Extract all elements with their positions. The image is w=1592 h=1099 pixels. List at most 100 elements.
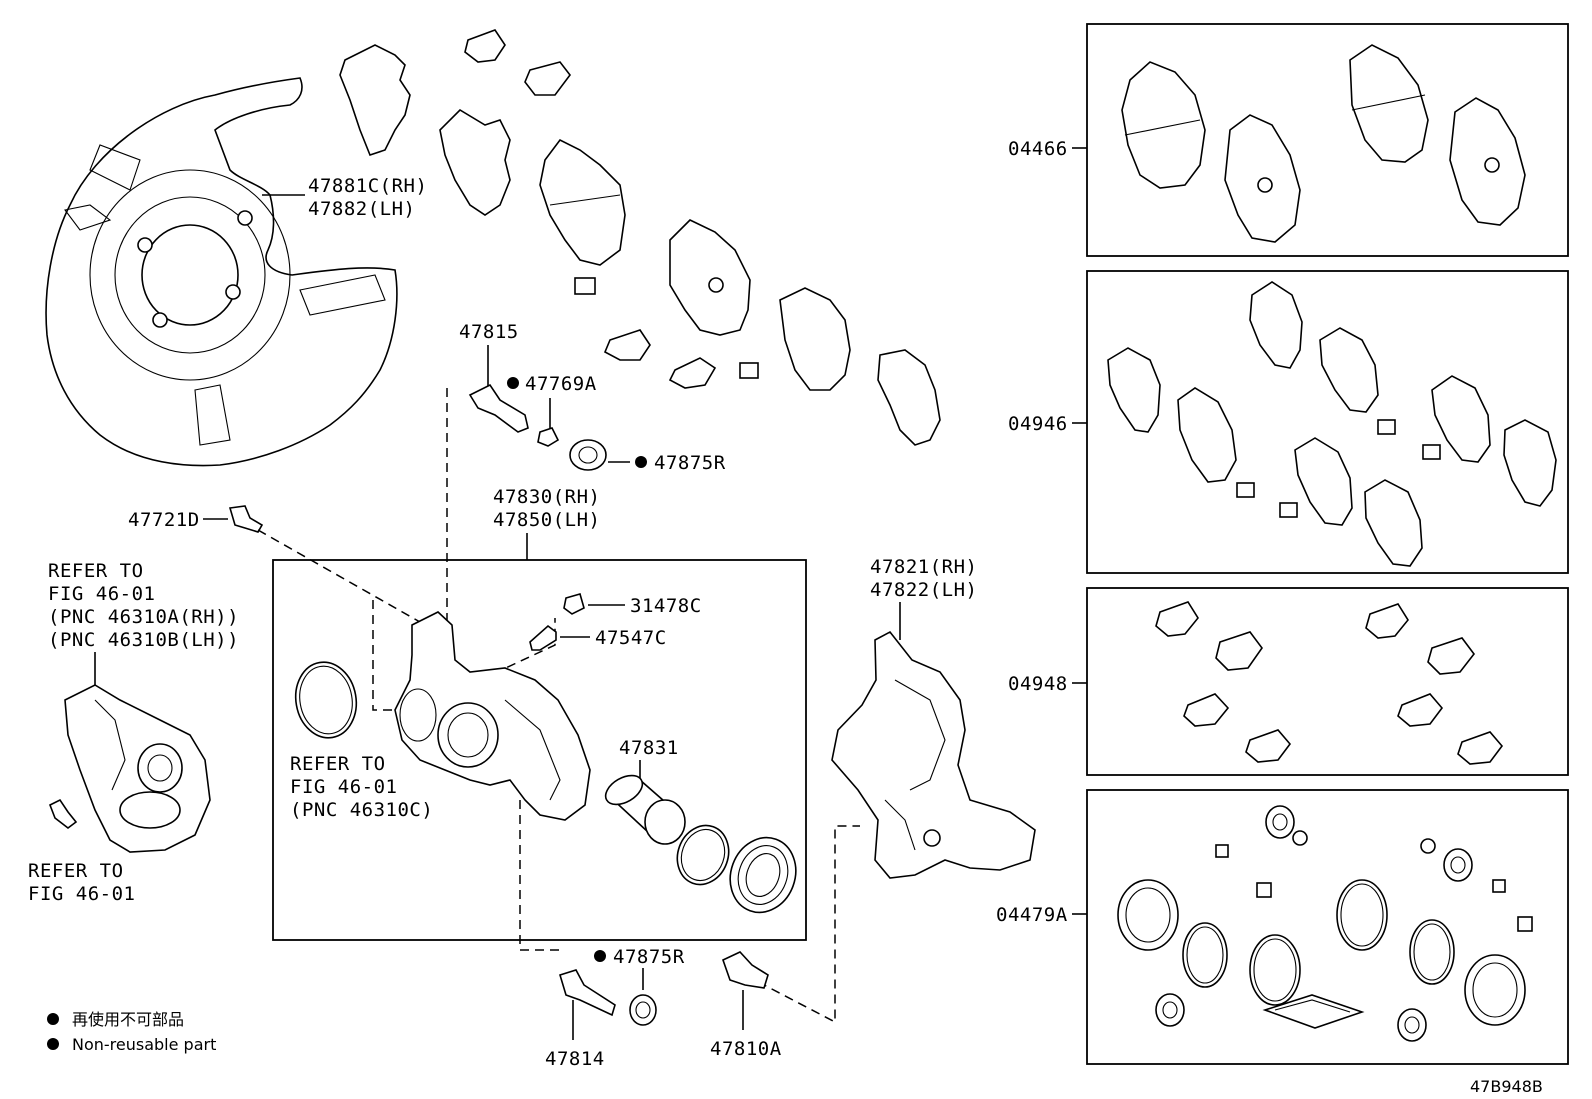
boot-47875R-top[interactable] <box>569 439 607 471</box>
kit-cap-2[interactable] <box>1492 879 1506 893</box>
caliper-body[interactable] <box>394 611 591 821</box>
kit-clip-6[interactable] <box>1427 637 1476 675</box>
bleeder-plug-47547C[interactable] <box>529 624 557 651</box>
kit-clip-5[interactable] <box>1365 603 1409 639</box>
kit-shim-6[interactable] <box>1364 479 1423 567</box>
label-caliper-rh: 47830(RH) <box>493 486 600 508</box>
kit-clip-1[interactable] <box>1155 601 1199 637</box>
clip-mid-1[interactable] <box>603 329 651 361</box>
wear-indicator-2[interactable] <box>739 362 759 379</box>
kit-boot-large-1[interactable] <box>1117 879 1179 951</box>
guide-pin-47814[interactable] <box>559 969 616 1017</box>
kit-shim-2[interactable] <box>1177 387 1237 483</box>
kit-bushing-3[interactable] <box>1256 882 1272 898</box>
label-mounting-lh: 47822(LH) <box>870 579 977 601</box>
kit-seal-1[interactable] <box>1182 922 1228 988</box>
kit-seal-2[interactable] <box>1249 934 1301 1006</box>
legend-en: Non-reusable part <box>72 1035 216 1054</box>
kit-pad-1[interactable] <box>1121 61 1206 189</box>
bleeder-cap-31478C[interactable] <box>563 593 585 615</box>
bushing-47769A[interactable] <box>537 427 560 447</box>
kit-box-seals <box>1086 789 1569 1065</box>
piston-seal-ring[interactable] <box>290 657 362 742</box>
pad-shim-3[interactable] <box>779 287 851 391</box>
refer-actuator-line3: (PNC 46310A(RH)) <box>48 606 239 628</box>
label-47721D: 47721D <box>128 509 200 531</box>
kit-box-clips <box>1086 587 1569 776</box>
pad-shim-1[interactable] <box>339 44 411 156</box>
kit-shim-5[interactable] <box>1294 437 1353 526</box>
piston-47831[interactable] <box>601 770 686 845</box>
kit-indicator-4[interactable] <box>1422 444 1441 460</box>
kit-indicator-3[interactable] <box>1377 419 1396 435</box>
refer-bolt-line2: FIG 46-01 <box>28 883 135 905</box>
non-reusable-dot-icon <box>47 1013 59 1025</box>
kit-boot-large-2[interactable] <box>1464 954 1526 1026</box>
kit-cap-1[interactable] <box>1215 844 1229 858</box>
brake-pad-1[interactable] <box>539 138 626 266</box>
kit-seal-4[interactable] <box>1409 919 1455 985</box>
kit-shim-4[interactable] <box>1319 327 1379 413</box>
refer-actuator-line2: FIG 46-01 <box>48 583 155 605</box>
pad-shim-2[interactable] <box>439 108 511 216</box>
kit-shim-8[interactable] <box>1503 419 1557 507</box>
piston-boot[interactable] <box>720 828 806 921</box>
refer-seal-line2: FIG 46-01 <box>290 776 397 798</box>
kit-boot-small-3[interactable] <box>1155 993 1185 1027</box>
dash-left-caliper <box>372 600 395 711</box>
label-kit-seals: 04479A <box>996 904 1068 926</box>
kit-clip-8[interactable] <box>1457 731 1504 765</box>
kit-boot-small-2[interactable] <box>1443 848 1473 882</box>
bolt-47810A[interactable] <box>722 951 769 989</box>
label-shield-rh: 47881C(RH) <box>308 175 427 197</box>
kit-pad-2[interactable] <box>1224 114 1301 243</box>
kit-shim-7[interactable] <box>1431 375 1491 463</box>
non-reusable-dot-icon <box>635 456 647 468</box>
kit-grease-packet[interactable] <box>1262 994 1365 1029</box>
label-31478C: 31478C <box>630 595 702 617</box>
wear-indicator-1[interactable] <box>574 277 596 295</box>
kit-seal-3[interactable] <box>1336 879 1388 951</box>
bolt-small-left[interactable] <box>48 798 78 830</box>
kit-bushing-4[interactable] <box>1517 916 1533 932</box>
kit-clip-2[interactable] <box>1215 631 1263 671</box>
clip-mid-2[interactable] <box>668 357 717 389</box>
label-shield-lh: 47882(LH) <box>308 198 415 220</box>
dash-47547C <box>479 618 556 681</box>
refer-seal-line1: REFER TO <box>290 753 386 775</box>
guide-pin-47815[interactable] <box>468 383 529 433</box>
kit-pad-4[interactable] <box>1449 97 1526 226</box>
boot-47875R-bottom[interactable] <box>629 994 657 1026</box>
kit-clip-4[interactable] <box>1245 729 1292 763</box>
kit-shim-3[interactable] <box>1249 281 1303 369</box>
dust-shield[interactable] <box>45 77 398 467</box>
kit-bushing-2[interactable] <box>1420 838 1436 854</box>
kit-clip-7[interactable] <box>1397 693 1444 727</box>
kit-indicator-2[interactable] <box>1279 502 1298 518</box>
label-47875R-bottom: 47875R <box>613 946 685 968</box>
non-reusable-dot-icon <box>47 1038 59 1050</box>
kit-pad-3[interactable] <box>1349 44 1429 163</box>
bolt-47721D[interactable] <box>228 505 264 533</box>
parking-brake-actuator[interactable] <box>64 684 211 853</box>
label-47875R-top: 47875R <box>654 452 726 474</box>
clip-top-1[interactable] <box>464 29 506 63</box>
label-47814: 47814 <box>545 1048 605 1070</box>
kit-boot-small-1[interactable] <box>1265 805 1295 839</box>
kit-indicator-1[interactable] <box>1236 482 1255 498</box>
label-47547C: 47547C <box>595 627 667 649</box>
kit-boot-small-4[interactable] <box>1397 1008 1427 1042</box>
kit-shim-1[interactable] <box>1107 347 1161 433</box>
piston-seal-ring-2[interactable] <box>669 818 737 891</box>
pad-shim-4[interactable] <box>877 349 941 446</box>
non-reusable-dot-icon <box>594 950 606 962</box>
legend-jp: 再使用不可部品 <box>72 1010 184 1029</box>
clip-top-2[interactable] <box>524 61 572 96</box>
kit-bushing-1[interactable] <box>1292 830 1308 846</box>
brake-pad-2[interactable] <box>669 219 751 336</box>
kit-clip-3[interactable] <box>1183 693 1230 727</box>
label-caliper-lh: 47850(LH) <box>493 509 600 531</box>
diagram-id: 47B948B <box>1470 1077 1543 1096</box>
caliper-mounting-bracket[interactable] <box>831 630 1036 879</box>
